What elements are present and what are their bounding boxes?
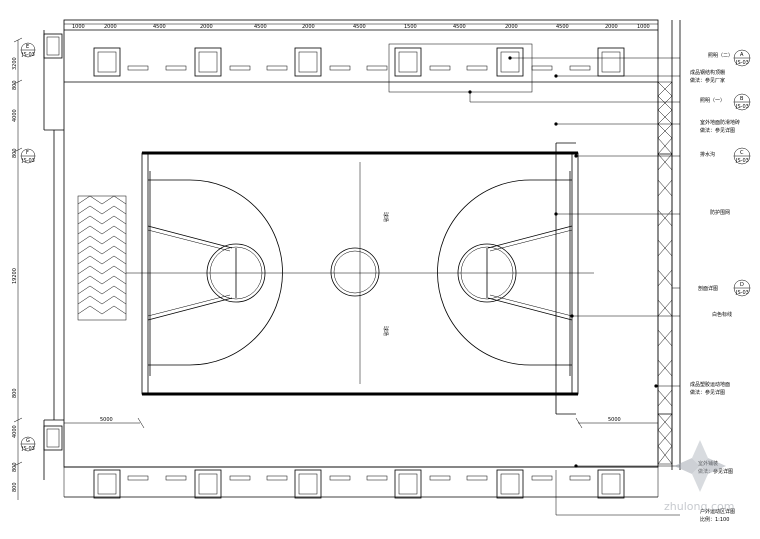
dim-top-10: 2000 (505, 24, 518, 30)
callout-anti-slip-tile: 室外地面防滑地砖 (700, 119, 740, 126)
svg-text:JS-03: JS-03 (21, 446, 35, 452)
dim-top-5: 4500 (254, 24, 267, 30)
dim-left-4: 800 (12, 148, 18, 158)
callout-lighting-2: 照明（二） (708, 53, 733, 59)
svg-text:D: D (740, 282, 744, 288)
section-marker-a: A JS-03 (733, 49, 751, 67)
building-outline (43, 19, 681, 498)
callout-area-detail: 户外运动区详图 (700, 508, 735, 515)
top-dimension-row: 1000 2000 4500 2000 4500 2000 4500 1500 … (64, 23, 658, 30)
dim-left-7: 4000 (12, 425, 18, 438)
svg-text:JS-03: JS-03 (21, 158, 35, 164)
dim-top-2: 2000 (104, 24, 117, 30)
callout-section-detail: 剖面详图 (698, 285, 718, 292)
callout-pu-floor: 成品塑胶运动地面 (690, 381, 730, 388)
dim-left-9: 800 (12, 482, 18, 492)
svg-text:JS-03: JS-03 (735, 60, 749, 66)
right-hatch-strips (657, 81, 673, 465)
court-label-upper: 球场 (382, 212, 389, 222)
svg-text:A: A (740, 52, 744, 58)
dim-top-8: 1500 (404, 24, 417, 30)
court-label-lower: 球场 (382, 326, 389, 336)
dim-top-1: 1000 (72, 24, 85, 30)
callout-leaders (468, 56, 680, 516)
dim-top-7: 4500 (353, 24, 366, 30)
dim-court-left: 5000 (100, 417, 113, 423)
callout-lighting-1: 照明（一） (700, 98, 725, 104)
court-offset-dims: 5000 5000 (64, 417, 658, 429)
section-marker-c: C JS-03 (733, 147, 751, 165)
section-marker-g: G JS-03 (20, 436, 36, 452)
dim-top-12: 2000 (605, 24, 618, 30)
callout-steel-roof-note: 做法：参见厂家 (690, 77, 725, 84)
callout-steel-roof: 成品钢结构顶棚 (690, 69, 725, 76)
svg-text:E: E (26, 44, 29, 50)
left-dimension-column: 3200 800 4000 800 19200 800 4000 800 800 (12, 37, 23, 500)
dim-left-2: 800 (12, 80, 18, 90)
svg-text:JS-03: JS-03 (735, 104, 749, 110)
svg-text:F: F (26, 150, 29, 156)
dim-court-right: 5000 (608, 417, 621, 423)
callout-outdoor-paving-note: 做法：参见详图 (698, 468, 733, 475)
dim-top-4: 2000 (200, 24, 213, 30)
callout-labels: 照明（二） 成品钢结构顶棚 做法：参见厂家 照明（一） 室外地面防滑地砖 做法：… (690, 53, 740, 523)
left-side-columns (43, 33, 63, 451)
callout-fence: 防护围网 (710, 209, 730, 216)
dim-left-1: 3200 (12, 57, 18, 70)
section-markers: A JS-03 B JS-03 C JS-03 D JS-03 E JS-03 … (20, 42, 751, 452)
section-marker-f: F JS-03 (20, 148, 36, 164)
herringbone-paving (77, 195, 127, 321)
watermark-text: zhulong.com (664, 500, 734, 513)
svg-text:C: C (740, 150, 744, 156)
dim-left-5: 19200 (12, 268, 18, 284)
dim-left-6: 800 (12, 388, 18, 398)
watermark: zhulong.com (664, 440, 734, 513)
callout-area-detail-scale: 比例：1:100 (700, 516, 729, 523)
dim-top-9: 4500 (453, 24, 466, 30)
svg-text:JS-03: JS-03 (21, 52, 35, 58)
svg-text:JS-03: JS-03 (735, 290, 749, 296)
dim-left-3: 4000 (12, 109, 18, 122)
callout-drain: 排水沟 (700, 151, 715, 158)
dim-top-11: 4500 (556, 24, 569, 30)
svg-text:G: G (26, 438, 30, 444)
bottom-columns (93, 469, 625, 499)
dim-top-6: 2000 (302, 24, 315, 30)
dim-left-8: 800 (12, 462, 18, 472)
right-fence (555, 142, 576, 415)
callout-anti-slip-note: 做法：参见详图 (700, 127, 735, 134)
callout-white-lines: 白色标线 (712, 311, 732, 318)
callout-pu-floor-note: 做法：参见详图 (690, 389, 725, 396)
section-marker-e: E JS-03 (20, 42, 36, 58)
dim-top-3: 4500 (153, 24, 166, 30)
section-marker-b: B JS-03 (733, 93, 751, 111)
basketball-court: 球场 球场 (126, 151, 594, 396)
svg-text:B: B (740, 96, 744, 102)
dim-top-13: 1000 (637, 24, 650, 30)
top-columns (93, 43, 625, 93)
section-marker-d: D JS-03 (733, 279, 751, 297)
svg-text:JS-03: JS-03 (735, 158, 749, 164)
watermark-logo-icon (674, 440, 726, 492)
